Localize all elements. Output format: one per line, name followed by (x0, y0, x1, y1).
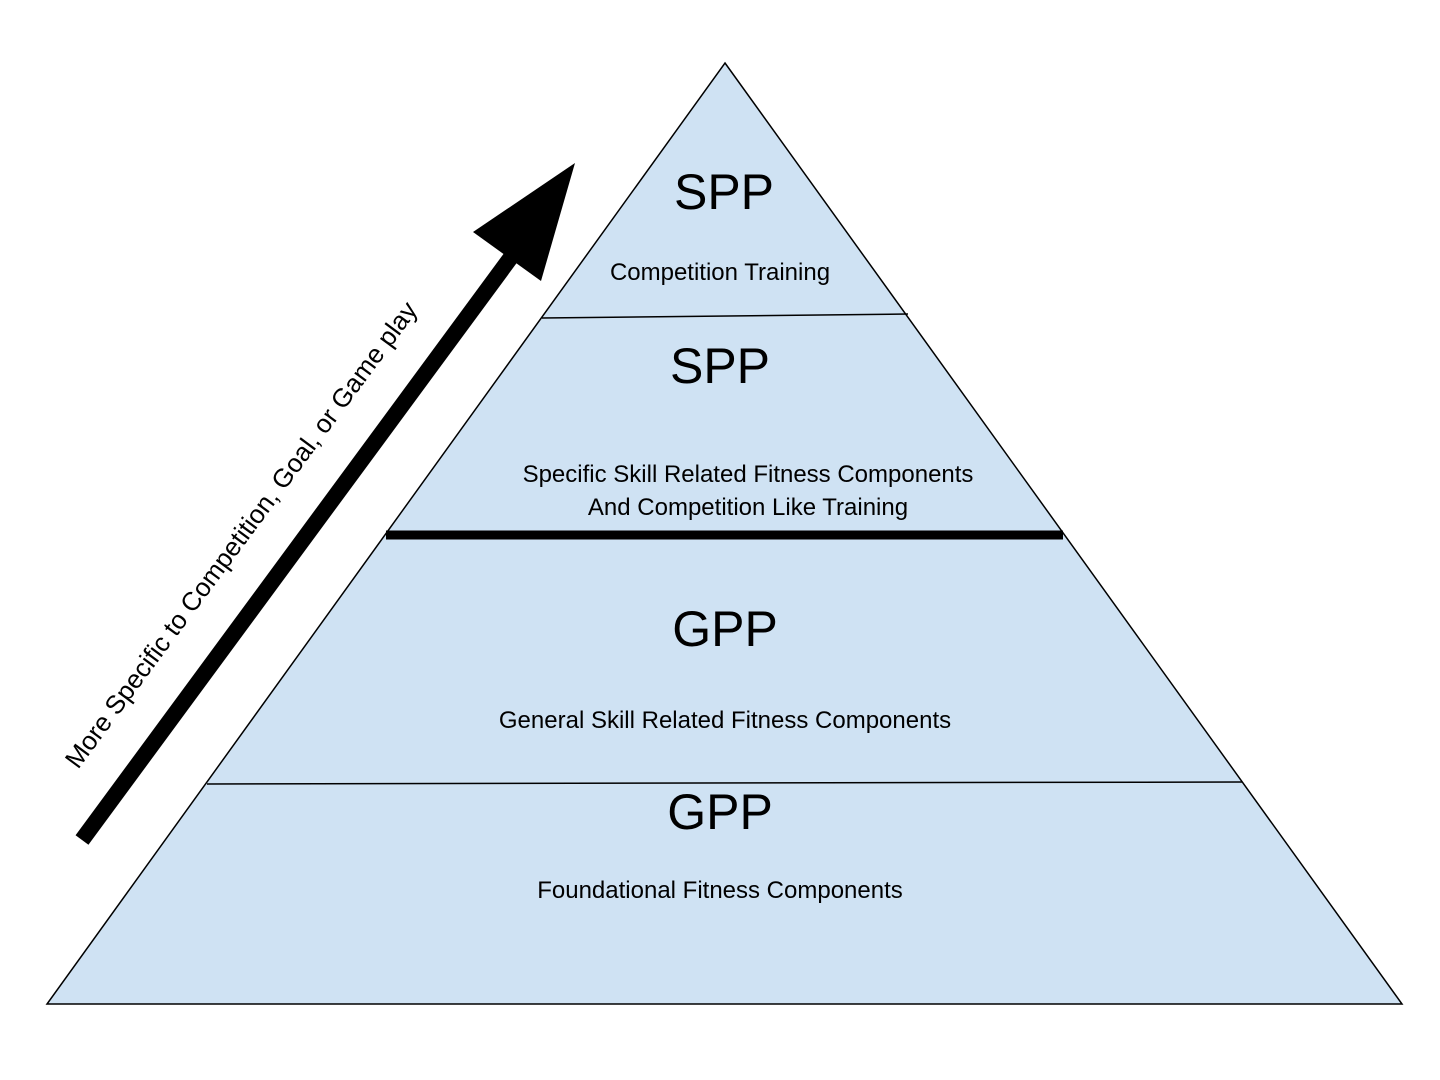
tier-divider-1 (541, 313, 909, 319)
tier-specific-skill: SPP Specific Skill Related Fitness Compo… (523, 338, 974, 521)
tier-4-title: GPP (667, 784, 773, 840)
tier-1-title: SPP (674, 164, 774, 220)
arrow-up-icon (473, 163, 575, 281)
tier-2-subtitle-line1: Specific Skill Related Fitness Component… (523, 461, 974, 488)
tier-divider-3 (206, 781, 1243, 785)
tier-foundational: GPP Foundational Fitness Components (537, 784, 903, 904)
tier-3-subtitle: General Skill Related Fitness Components (499, 707, 951, 734)
tier-2-title: SPP (670, 338, 770, 394)
tier-4-subtitle: Foundational Fitness Components (537, 877, 903, 904)
arrow-shaft (75, 240, 527, 845)
tier-3-title: GPP (672, 601, 778, 657)
tier-2-subtitle-line2: And Competition Like Training (588, 494, 908, 521)
tier-general-skill: GPP General Skill Related Fitness Compon… (499, 601, 951, 734)
specificity-arrow (75, 163, 575, 845)
tier-competition-training: SPP Competition Training (610, 164, 830, 286)
tier-1-subtitle: Competition Training (610, 259, 830, 286)
